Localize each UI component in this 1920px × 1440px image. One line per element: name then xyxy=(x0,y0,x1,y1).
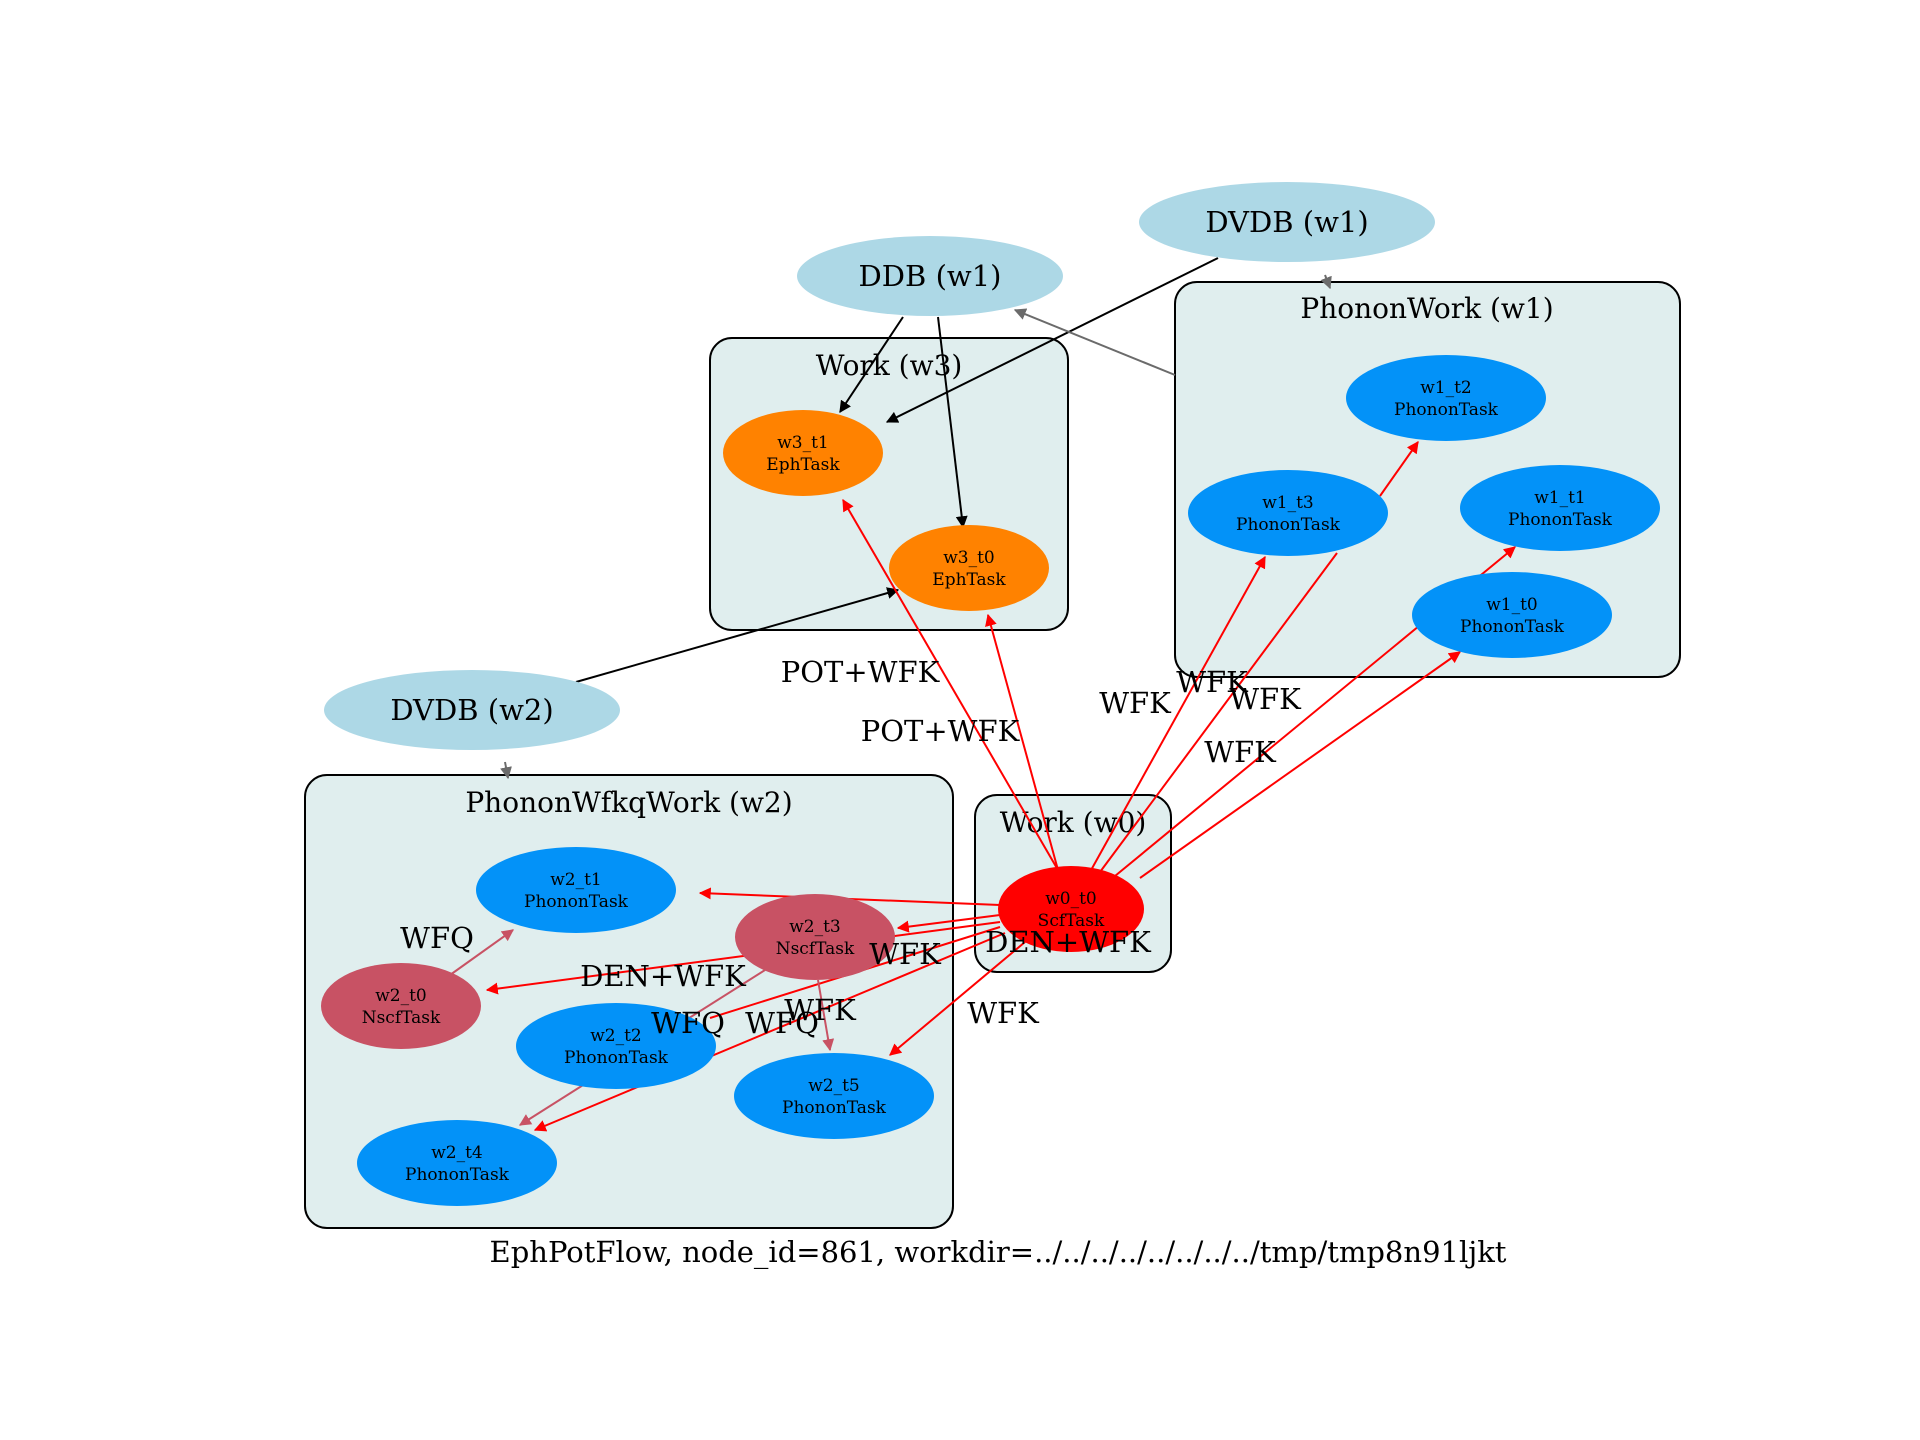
task-type: PhononTask xyxy=(1508,510,1613,530)
file-node-dvdb-w2[interactable]: DVDB (w2) xyxy=(324,670,620,750)
edge-ddb-to-w3-t1 xyxy=(839,316,904,414)
edge-w2-to-dvdb-w2 xyxy=(500,761,512,780)
task-node-w2-t0[interactable]: w2_t0 NscfTask xyxy=(321,963,481,1049)
edge-label-pot-wfk: POT+WFK xyxy=(781,655,941,689)
file-label: DVDB (w1) xyxy=(1205,205,1368,239)
edge-label-den-wfk: DEN+WFK xyxy=(580,959,747,993)
edge-label-wfk: WFK xyxy=(784,993,857,1027)
task-type: EphTask xyxy=(932,570,1006,590)
cluster-label: Work (w3) xyxy=(816,349,963,382)
edge-label-wfk: WFK xyxy=(1204,735,1277,769)
task-type: PhononTask xyxy=(564,1048,669,1068)
edge-w0-to-w1-t3 xyxy=(1089,555,1266,873)
edge-w0-to-w3-t1 xyxy=(842,498,1059,871)
task-node-w1-t0[interactable]: w1_t0 PhononTask xyxy=(1412,572,1612,658)
task-node-w3-t0[interactable]: w3_t0 EphTask xyxy=(889,525,1049,611)
edge-w0-to-w2-t4 xyxy=(533,932,1006,1132)
task-type: PhononTask xyxy=(405,1165,510,1185)
edge-ddb-to-w3-t0 xyxy=(937,316,968,529)
edge-label-wfk: WFK xyxy=(869,937,942,971)
task-type: ScfTask xyxy=(1038,911,1105,931)
edge-w0-to-w1-t2-a xyxy=(1099,552,1338,873)
task-id: w1_t2 xyxy=(1420,378,1472,398)
task-id: w0_t0 xyxy=(1045,889,1097,909)
file-node-ddb-w1[interactable]: DDB (w1) xyxy=(797,236,1063,316)
task-node-w2-t5[interactable]: w2_t5 PhononTask xyxy=(734,1053,934,1139)
task-id: w2_t2 xyxy=(590,1026,642,1046)
task-node-w2-t4[interactable]: w2_t4 PhononTask xyxy=(357,1120,557,1206)
cluster-label: PhononWork (w1) xyxy=(1300,292,1553,325)
cluster-label: PhononWfkqWork (w2) xyxy=(465,786,792,819)
task-node-w1-t1[interactable]: w1_t1 PhononTask xyxy=(1460,465,1660,551)
edge-w0-to-w3-t0 xyxy=(985,613,1059,871)
task-id: w2_t5 xyxy=(808,1076,860,1096)
task-type: NscfTask xyxy=(776,939,855,959)
edge-label-wfq: WFQ xyxy=(745,1006,819,1040)
task-id: w1_t3 xyxy=(1262,493,1314,513)
task-type: EphTask xyxy=(766,455,840,475)
task-id: w1_t1 xyxy=(1534,488,1586,508)
edge-label-wfq: WFQ xyxy=(400,921,474,955)
edge-dvdb-w1-to-w3-t1 xyxy=(885,257,1219,423)
task-id: w3_t0 xyxy=(943,548,995,568)
edge-w1-to-ddb xyxy=(1013,308,1176,376)
edge-label-wfk: WFK xyxy=(1229,682,1302,716)
edge-label-wfk: WFK xyxy=(1176,665,1249,699)
task-node-w2-t2[interactable]: w2_t2 PhononTask xyxy=(516,1003,716,1089)
task-node-w1-t2[interactable]: w1_t2 PhononTask xyxy=(1346,355,1546,441)
edge-w2-t3-to-w2-t5 xyxy=(817,979,835,1052)
file-label: DDB (w1) xyxy=(859,259,1002,293)
task-id: w2_t4 xyxy=(431,1143,483,1163)
edge-label-den-wfk: DEN+WFK xyxy=(985,925,1152,959)
task-node-w2-t1[interactable]: w2_t1 PhononTask xyxy=(476,847,676,933)
edge-w1-t3-to-w1-t2 xyxy=(1379,441,1419,497)
task-type: NscfTask xyxy=(362,1008,441,1028)
edge-w0-to-w1-t0 xyxy=(1139,651,1461,879)
task-node-w1-t3[interactable]: w1_t3 PhononTask xyxy=(1188,470,1388,556)
task-type: PhononTask xyxy=(1236,515,1341,535)
graph-caption: EphPotFlow, node_id=861, workdir=../../.… xyxy=(490,1235,1507,1270)
task-id: w2_t1 xyxy=(550,870,602,890)
edge-label-wfq: WFQ xyxy=(651,1006,725,1040)
edge-label-wfk: WFK xyxy=(967,996,1040,1030)
task-type: PhononTask xyxy=(1460,617,1565,637)
task-id: w2_t0 xyxy=(375,986,427,1006)
task-id: w2_t3 xyxy=(789,917,841,937)
task-id: w3_t1 xyxy=(777,433,829,453)
task-id: w1_t0 xyxy=(1486,595,1538,615)
edge-label-pot-wfk: POT+WFK xyxy=(861,714,1021,748)
edge-w0-to-w2-t5 xyxy=(889,941,1026,1056)
edge-w1-to-dvdb-w1 xyxy=(1320,274,1332,290)
edge-w0-to-w2-t3 xyxy=(896,914,1001,933)
task-type: PhononTask xyxy=(782,1098,887,1118)
file-node-dvdb-w1[interactable]: DVDB (w1) xyxy=(1139,182,1435,262)
edge-w2-t0-to-w2-t1 xyxy=(449,929,514,976)
task-type: PhononTask xyxy=(524,892,629,912)
task-node-w0-t0[interactable]: w0_t0 ScfTask xyxy=(998,866,1144,952)
task-node-w3-t1[interactable]: w3_t1 EphTask xyxy=(723,410,883,496)
task-type: PhononTask xyxy=(1394,400,1499,420)
task-node-w2-t3[interactable]: w2_t3 NscfTask xyxy=(735,894,895,980)
edge-label-wfk: WFK xyxy=(1099,686,1172,720)
file-label: DVDB (w2) xyxy=(390,693,553,727)
edge-dvdb-w2-to-w3-t0 xyxy=(575,587,900,683)
